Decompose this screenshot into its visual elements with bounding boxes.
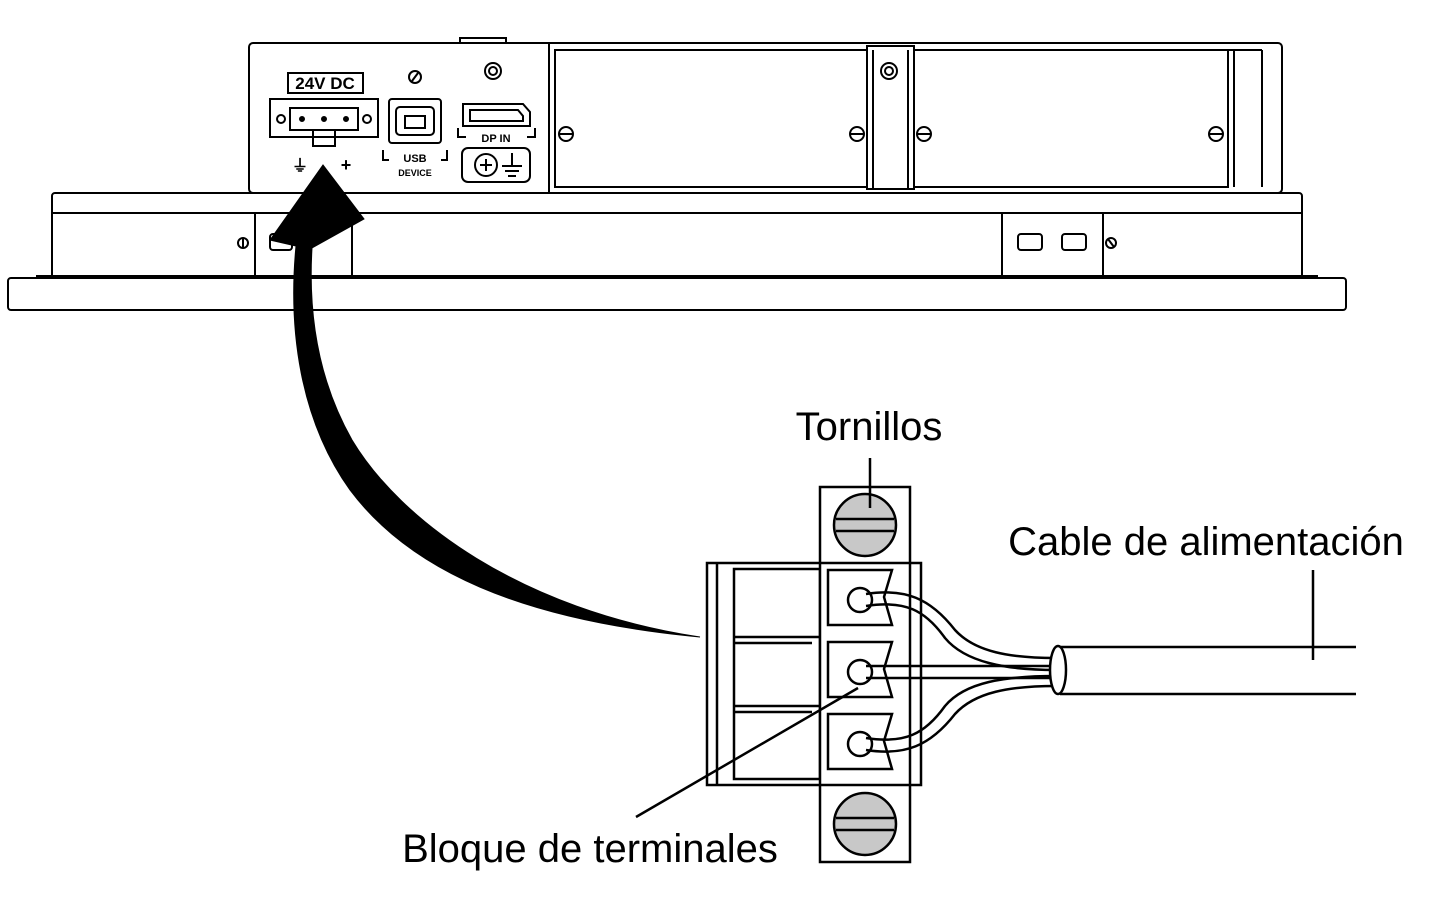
leader-lines [635, 458, 1315, 819]
cover-screw [1208, 126, 1224, 142]
usb-device-port [388, 98, 442, 144]
power-label: 24V DC [295, 74, 355, 93]
curved-arrow-icon [269, 164, 701, 638]
device-body [51, 192, 1303, 279]
earth-terminal [461, 147, 531, 183]
terminal-block-callout: Bloque de terminales [402, 827, 778, 871]
cover-screw [916, 126, 932, 142]
cover-screw [558, 126, 574, 142]
terminal-clamp-hole [846, 586, 874, 614]
usb-device-label: DEVICE [398, 168, 432, 178]
power-cable [1048, 644, 1356, 696]
expansion-cover-right [913, 49, 1229, 188]
terminal-clamp-hole [846, 658, 874, 686]
rear-panel [248, 42, 1283, 194]
minus-terminal-label: ⏚ [292, 157, 308, 175]
cover-screw [880, 62, 898, 80]
device-unit [7, 37, 1347, 311]
expansion-cover-left [554, 49, 868, 188]
power-connector [269, 98, 379, 138]
panel-screw [408, 70, 422, 84]
dp-in-label: DP IN [481, 133, 510, 145]
plus-terminal-label: + [341, 155, 352, 175]
terminal-block-leader [635, 686, 859, 819]
terminal-clamp-hole [846, 730, 874, 758]
usb-label: USB [403, 153, 426, 165]
displayport-in-port [462, 103, 531, 127]
device-bezel [7, 277, 1347, 311]
screws-callout: Tornillos [796, 405, 943, 449]
power-cable-wires [865, 591, 1057, 753]
slotted-screw-icon [832, 791, 898, 857]
cover-screw [849, 126, 865, 142]
terminal-plug-body [705, 561, 923, 787]
panel-screw [484, 62, 502, 80]
power-cable-callout: Cable de alimentación [1008, 520, 1404, 564]
slotted-screw-icon [832, 492, 898, 558]
